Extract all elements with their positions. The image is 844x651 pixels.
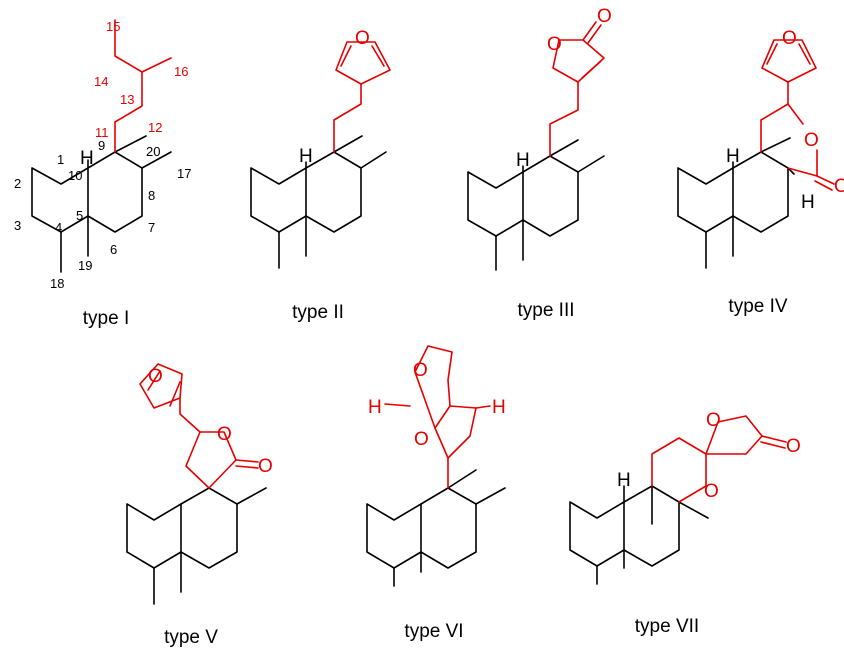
side-chain-type-1 bbox=[114, 19, 172, 153]
o-furan-atom-label: O bbox=[782, 28, 797, 49]
caption-type-1: type I bbox=[83, 308, 129, 329]
carbon-number-8: 8 bbox=[148, 188, 155, 203]
o-carbonyl-atom-label: O bbox=[834, 176, 844, 197]
o-top-atom-label: O bbox=[706, 410, 721, 431]
carbon-number-16: 16 bbox=[174, 64, 188, 79]
decalin-skeleton-type-6 bbox=[366, 469, 506, 587]
h-left-atom-label: H bbox=[368, 397, 382, 418]
o-furan-atom-label: O bbox=[148, 366, 163, 387]
h-atom-label: H bbox=[617, 470, 631, 491]
bis-tetrahydrofuran-type-6 bbox=[384, 345, 491, 489]
carbon-number-18: 18 bbox=[50, 276, 64, 291]
o-carbonyl-atom-label: O bbox=[597, 6, 612, 27]
decalin-skeleton-type-3 bbox=[467, 139, 605, 271]
structure-type-7: H O O O type VII bbox=[569, 410, 801, 637]
carbon-number-12: 12 bbox=[148, 120, 162, 135]
o-carbonyl-atom-label: O bbox=[786, 436, 801, 457]
carbon-number-15: 15 bbox=[106, 19, 120, 34]
h-atom-label: H bbox=[299, 146, 313, 167]
decalin-skeleton-type-2 bbox=[250, 135, 387, 269]
o-atom-label: O bbox=[355, 28, 370, 49]
h-atom-label: H bbox=[726, 146, 740, 167]
carbon-number-20: 20 bbox=[146, 144, 160, 159]
h-atom-label: H bbox=[801, 192, 815, 213]
caption-type-7: type VII bbox=[635, 616, 699, 637]
butenolide-side-chain-type-3 bbox=[549, 21, 605, 157]
carbon-number-4: 4 bbox=[55, 220, 62, 235]
carbon-number-19: 19 bbox=[78, 258, 92, 273]
structure-type-6: O O H H type VI bbox=[366, 345, 506, 642]
o-ring-atom-label: O bbox=[217, 424, 232, 445]
caption-type-6: type VI bbox=[404, 621, 463, 642]
o-upper-atom-label: O bbox=[413, 360, 428, 381]
carbon-number-6: 6 bbox=[110, 242, 117, 257]
carbon-number-5: 5 bbox=[76, 208, 83, 223]
carbon-number-2: 2 bbox=[14, 176, 21, 191]
caption-type-2: type II bbox=[292, 302, 344, 323]
decalin-skeleton-type-5 bbox=[126, 487, 267, 605]
carbon-number-13: 13 bbox=[120, 92, 134, 107]
o-lower-atom-label: O bbox=[704, 481, 719, 502]
decalin-skeleton-type-4 bbox=[677, 137, 795, 269]
o-ring-atom-label: O bbox=[547, 34, 562, 55]
caption-type-3: type III bbox=[517, 300, 574, 321]
structure-type-5: O O O type V bbox=[126, 363, 273, 648]
structure-type-1: H 1 2 3 4 5 6 7 8 9 10 11 12 13 14 15 16… bbox=[14, 19, 191, 329]
furan-side-chain-type-2 bbox=[333, 41, 391, 153]
h-right-atom-label: H bbox=[492, 397, 506, 418]
o-carbonyl-atom-label: O bbox=[258, 456, 273, 477]
carbon-number-11: 11 bbox=[95, 125, 109, 140]
o-ring-atom-label: O bbox=[804, 130, 819, 151]
caption-type-4: type IV bbox=[728, 296, 787, 317]
h-atom-label: H bbox=[516, 150, 530, 171]
carbon-number-10: 10 bbox=[68, 168, 82, 183]
caption-type-5: type V bbox=[164, 627, 218, 648]
lactone-furan-type-4 bbox=[760, 39, 835, 191]
decalin-skeleton-type-1 bbox=[31, 135, 172, 273]
structure-type-3: H O O type III bbox=[467, 6, 612, 321]
carbon-number-14: 14 bbox=[94, 74, 108, 89]
carbon-number-17: 17 bbox=[177, 166, 191, 181]
carbon-number-7: 7 bbox=[148, 220, 155, 235]
h-atom-label: H bbox=[80, 148, 94, 169]
carbon-numbering-type-1: 1 2 3 4 5 6 7 8 9 10 11 12 13 14 15 16 1… bbox=[14, 19, 191, 291]
spiro-ketal-type-7 bbox=[651, 415, 787, 503]
carbon-number-3: 3 bbox=[14, 218, 21, 233]
carbon-number-1: 1 bbox=[57, 152, 64, 167]
o-lower-atom-label: O bbox=[414, 429, 429, 450]
structure-type-4: H H O O O type IV bbox=[677, 28, 844, 317]
spiro-lactone-furan-type-5 bbox=[139, 363, 259, 489]
decalin-skeleton-type-7 bbox=[569, 485, 709, 585]
structure-type-2: H O type II bbox=[250, 28, 391, 323]
carbon-number-9: 9 bbox=[98, 138, 105, 153]
